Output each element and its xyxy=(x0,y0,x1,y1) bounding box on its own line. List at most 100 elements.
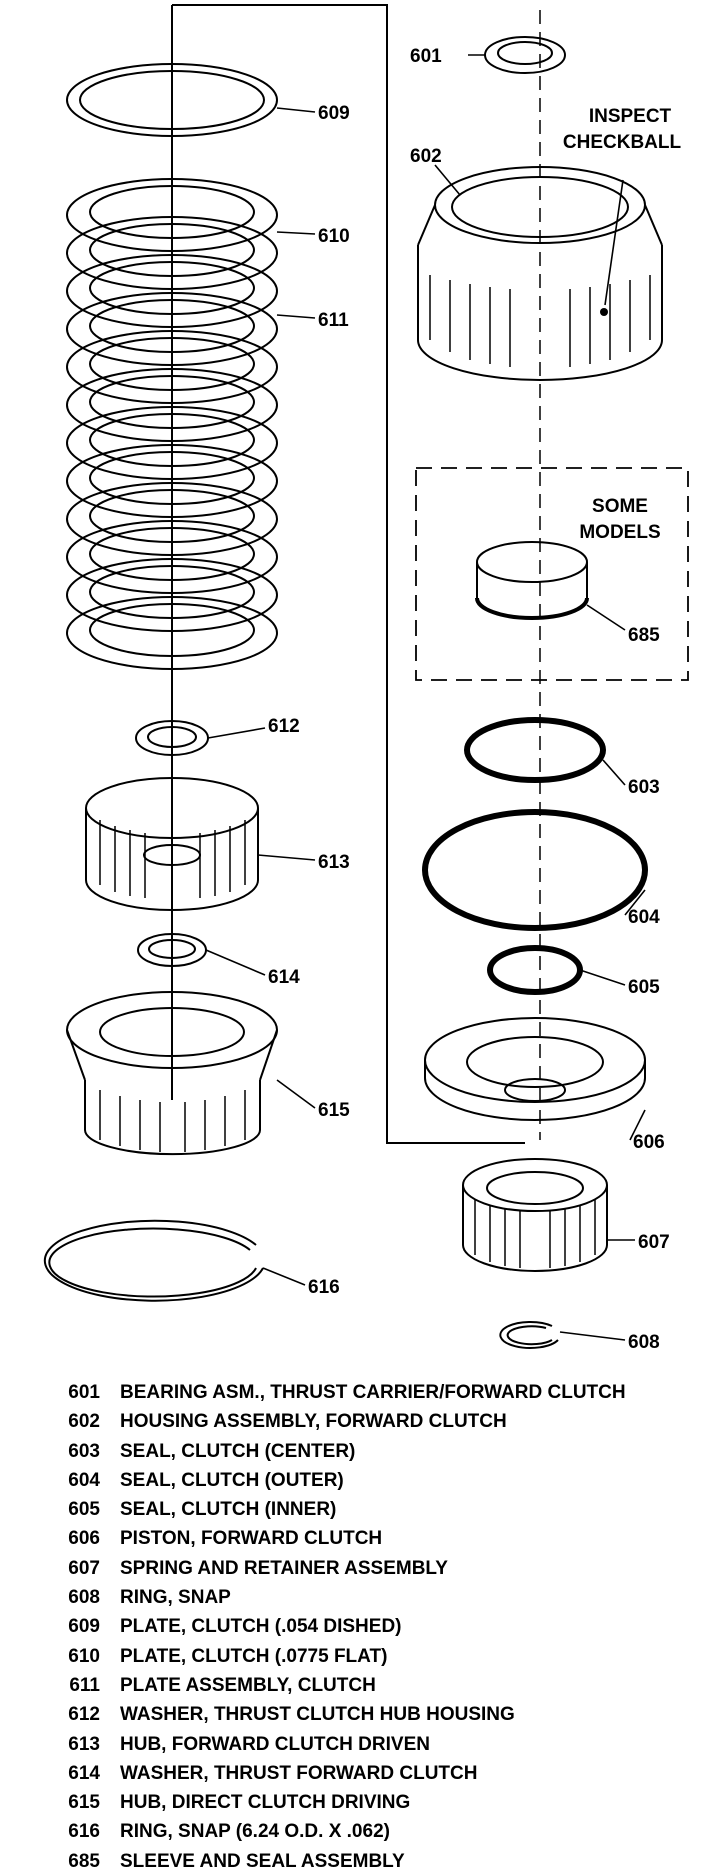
callout-610: 610 xyxy=(318,226,350,247)
legend-row: 607 SPRING AND RETAINER ASSEMBLY xyxy=(20,1554,700,1583)
legend-description: PLATE ASSEMBLY, CLUTCH xyxy=(120,1674,376,1696)
legend-row: 606 PISTON, FORWARD CLUTCH xyxy=(20,1524,700,1553)
callout-611: 611 xyxy=(318,310,349,331)
legend-number: 615 xyxy=(68,1792,100,1814)
legend-number: 604 xyxy=(68,1469,100,1491)
leader-611 xyxy=(276,314,316,319)
legend-description: RING, SNAP (6.24 O.D. X .062) xyxy=(120,1821,390,1843)
leader-604 xyxy=(624,889,646,916)
leader-608 xyxy=(559,1331,626,1341)
legend-number: 610 xyxy=(68,1645,100,1667)
part-609-plate xyxy=(66,63,278,137)
clutch-pack xyxy=(66,178,278,670)
callout-616: 616 xyxy=(308,1277,340,1298)
callout-609: 609 xyxy=(318,103,350,124)
leader-603 xyxy=(602,759,626,786)
inspect-checkball-line1: INSPECT xyxy=(589,106,672,127)
callout-605: 605 xyxy=(628,977,660,998)
part-604-seal xyxy=(422,809,648,931)
some-models-line1: SOME xyxy=(592,496,648,517)
legend-description: BEARING ASM., THRUST CARRIER/FORWARD CLU… xyxy=(120,1382,626,1403)
callout-614: 614 xyxy=(268,967,300,988)
part-608-snap-ring xyxy=(499,1321,559,1349)
legend-number: 602 xyxy=(68,1411,100,1433)
part-685-sleeve xyxy=(475,541,589,620)
callout-602: 602 xyxy=(410,146,442,167)
legend-number: 613 xyxy=(68,1733,100,1755)
legend-number: 616 xyxy=(68,1821,100,1843)
legend-row: 601 BEARING ASM., THRUST CARRIER/FORWARD … xyxy=(20,1378,700,1407)
legend-description: HUB, FORWARD CLUTCH DRIVEN xyxy=(120,1733,430,1755)
legend-number: 614 xyxy=(68,1762,100,1784)
legend-row: 605 SEAL, CLUTCH (INNER) xyxy=(20,1495,700,1524)
legend-description: HOUSING ASSEMBLY, FORWARD CLUTCH xyxy=(120,1411,507,1433)
callout-613: 613 xyxy=(318,852,350,873)
legend-number: 606 xyxy=(68,1528,100,1550)
leader-inspect xyxy=(604,179,624,306)
some-models-box xyxy=(415,467,689,681)
leader-612 xyxy=(207,727,266,739)
legend-row: 612 WASHER, THRUST CLUTCH HUB HOUSING xyxy=(20,1700,700,1729)
part-603-seal xyxy=(464,717,606,783)
leader-614 xyxy=(205,949,266,976)
legend-number: 607 xyxy=(68,1557,100,1579)
part-607-spring-retainer xyxy=(462,1158,608,1272)
part-613-hub xyxy=(85,777,259,911)
leader-609 xyxy=(276,107,316,113)
legend-row: 616 RING, SNAP (6.24 O.D. X .062) xyxy=(20,1817,700,1846)
part-602-housing xyxy=(417,166,663,381)
callout-604: 604 xyxy=(628,907,660,928)
legend-row: 613 HUB, FORWARD CLUTCH DRIVEN xyxy=(20,1730,700,1759)
legend-row: 603 SEAL, CLUTCH (CENTER) xyxy=(20,1437,700,1466)
legend-row: 610 PLATE, CLUTCH (.0775 FLAT) xyxy=(20,1642,700,1671)
legend-number: 601 xyxy=(68,1382,100,1403)
legend-description: PLATE, CLUTCH (.0775 FLAT) xyxy=(120,1645,388,1667)
leader-602 xyxy=(434,164,461,196)
callout-615: 615 xyxy=(318,1100,350,1121)
some-models-line2: MODELS xyxy=(579,522,660,543)
leader-605 xyxy=(579,969,626,986)
legend-description: WASHER, THRUST CLUTCH HUB HOUSING xyxy=(120,1704,515,1726)
legend-description: SPRING AND RETAINER ASSEMBLY xyxy=(120,1557,448,1579)
exploded-diagram: 609 610 611 612 613 614 615 616 601 602 … xyxy=(43,4,689,1353)
legend-number: 612 xyxy=(68,1704,100,1726)
callout-608: 608 xyxy=(628,1332,660,1353)
callout-612: 612 xyxy=(268,716,300,737)
legend-description: SEAL, CLUTCH (CENTER) xyxy=(120,1440,356,1462)
legend-row: 608 RING, SNAP xyxy=(20,1583,700,1612)
callout-685: 685 xyxy=(628,625,660,646)
parts-legend: 601 BEARING ASM., THRUST CARRIER/FORWARD … xyxy=(20,1378,700,1876)
legend-number: 609 xyxy=(68,1616,100,1638)
legend-row: 602 HOUSING ASSEMBLY, FORWARD CLUTCH xyxy=(20,1407,700,1436)
legend-number: 685 xyxy=(68,1850,100,1872)
assembly-bracket-line xyxy=(172,4,525,1144)
leader-615 xyxy=(276,1079,316,1109)
leader-613 xyxy=(257,854,316,861)
legend-number: 605 xyxy=(68,1499,100,1521)
legend-description: SEAL, CLUTCH (INNER) xyxy=(120,1499,337,1521)
legend-row: 685 SLEEVE AND SEAL ASSEMBLY xyxy=(20,1847,700,1876)
inspect-checkball-line2: CHECKBALL xyxy=(563,132,682,153)
leader-616 xyxy=(262,1267,306,1286)
legend-description: RING, SNAP xyxy=(120,1587,231,1609)
part-615-hub xyxy=(66,991,278,1156)
legend-description: SLEEVE AND SEAL ASSEMBLY xyxy=(120,1850,405,1872)
leader-606 xyxy=(629,1109,646,1141)
legend-description: PISTON, FORWARD CLUTCH xyxy=(120,1528,383,1550)
checkball-dot xyxy=(600,308,608,316)
leader-610 xyxy=(276,231,316,235)
legend-row: 615 HUB, DIRECT CLUTCH DRIVING xyxy=(20,1788,700,1817)
part-605-seal xyxy=(487,945,583,995)
legend-description: WASHER, THRUST FORWARD CLUTCH xyxy=(120,1762,478,1784)
leader-685 xyxy=(586,604,626,631)
legend-number: 608 xyxy=(68,1587,100,1609)
callout-603: 603 xyxy=(628,777,660,798)
callout-607: 607 xyxy=(638,1232,670,1253)
callout-601: 601 xyxy=(410,46,442,67)
part-616-snap-ring xyxy=(43,1219,264,1302)
legend-number: 603 xyxy=(68,1440,100,1462)
legend-description: HUB, DIRECT CLUTCH DRIVING xyxy=(120,1792,411,1814)
